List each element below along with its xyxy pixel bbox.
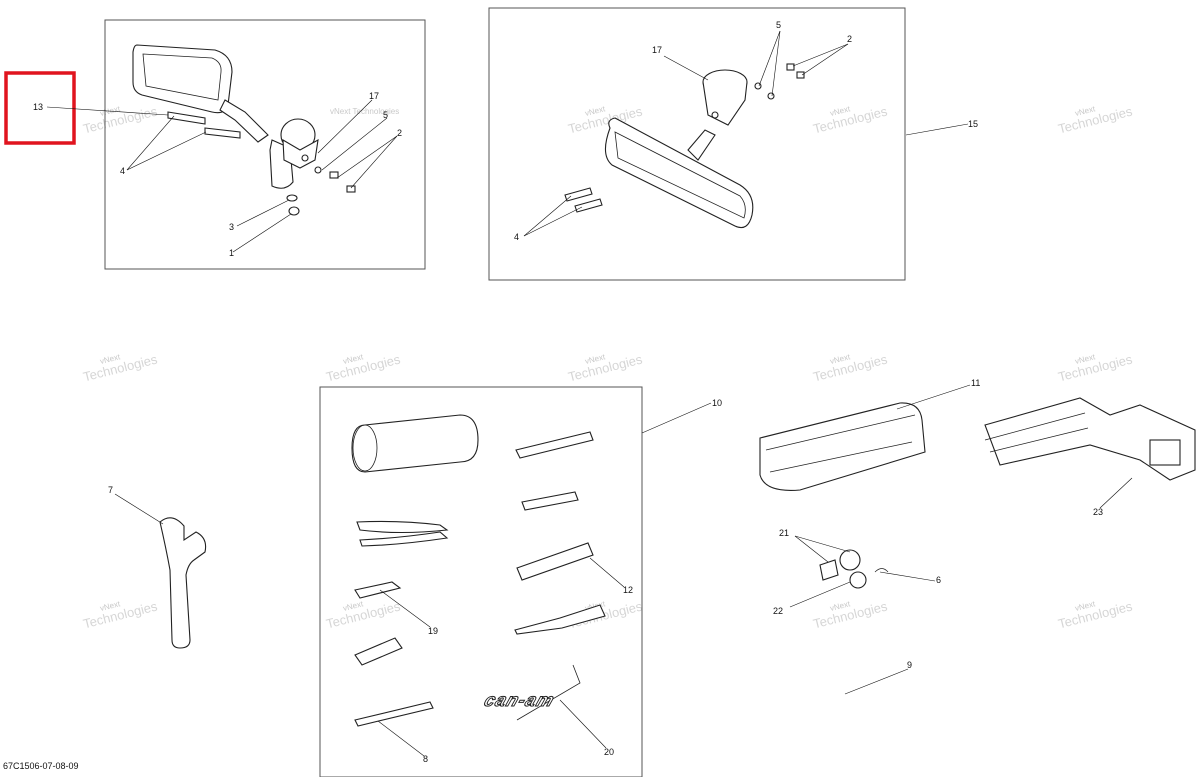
- spanner-wrench-drawing: [159, 517, 207, 649]
- watermark: vNext Technologies: [812, 598, 890, 631]
- svg-text:Technologies: Technologies: [812, 103, 890, 136]
- svg-text:Technologies: Technologies: [812, 351, 890, 384]
- svg-text:Technologies: Technologies: [82, 598, 160, 631]
- callout-2: 2: [397, 128, 402, 138]
- callout-11: 11: [971, 378, 980, 388]
- svg-text:Technologies: Technologies: [567, 351, 645, 384]
- svg-text:Technologies: Technologies: [1057, 103, 1135, 136]
- callout-5: 5: [383, 110, 388, 120]
- tool-kit-group-frame: [319, 386, 643, 777]
- rearview-mirror-group-frame: [488, 7, 906, 281]
- leader-lines: [46, 30, 1133, 757]
- callout-10: 10: [712, 398, 722, 408]
- callout-22: 22: [773, 606, 783, 616]
- watermark: vNext Technologies: [1057, 351, 1135, 384]
- svg-text:Technologies: Technologies: [325, 598, 403, 631]
- callout-21: 21: [779, 528, 789, 538]
- svg-text:can-am: can-am: [482, 690, 558, 710]
- callout-17: 17: [369, 91, 379, 101]
- callout-23: 23: [1093, 507, 1103, 517]
- watermarks: vNext Technologies vNext Technologies vN…: [82, 103, 1135, 631]
- callout-4: 4: [120, 166, 125, 176]
- watermark: vNext Technologies: [1057, 103, 1135, 136]
- callout-5: 5: [776, 20, 781, 30]
- side-mirror-drawing: [132, 44, 356, 216]
- watermark: vNext Technologies: [567, 598, 645, 631]
- callout-19: 19: [428, 626, 438, 636]
- callout-13: 13: [33, 102, 43, 112]
- callout-7: 7: [108, 485, 113, 495]
- callout-12: 12: [623, 585, 633, 595]
- watermark: vNext Technologies: [82, 598, 160, 631]
- callout-3: 3: [229, 222, 234, 232]
- watermark: vNext Technologies: [325, 351, 403, 384]
- callout-4: 4: [514, 232, 519, 242]
- callout-9: 9: [907, 660, 912, 670]
- callout-17: 17: [652, 45, 662, 55]
- svg-text:Technologies: Technologies: [325, 351, 403, 384]
- can-am-logo: can-am: [481, 689, 558, 710]
- watermark: vNext Technologies: [82, 351, 160, 384]
- callout-1: 1: [229, 248, 234, 258]
- watermark: vNext Technologies: [567, 351, 645, 384]
- watermark: vNext Technologies: [1057, 598, 1135, 631]
- svg-text:Technologies: Technologies: [812, 598, 890, 631]
- watermark-inline: vNext Technologies: [330, 107, 399, 116]
- watermark: vNext Technologies: [82, 103, 160, 136]
- svg-text:Technologies: Technologies: [1057, 351, 1135, 384]
- tool-kit-drawing: [351, 414, 606, 727]
- document-id: 67C1506-07-08-09: [3, 761, 79, 771]
- lock-assembly-drawing: [819, 549, 889, 589]
- watermark: vNext Technologies: [812, 351, 890, 384]
- callout-8: 8: [423, 754, 428, 764]
- highlight-box: [4, 71, 76, 145]
- callout-20: 20: [604, 747, 614, 757]
- seat-cushion-drawing: [759, 402, 926, 491]
- callout-15: 15: [968, 119, 978, 129]
- callout-6: 6: [936, 575, 941, 585]
- svg-text:Technologies: Technologies: [82, 351, 160, 384]
- callouts: 13 17 2 5 4 3 1 17 5 2 15 4 10 11 7 12 1…: [33, 20, 1103, 764]
- side-mirror-group-frame: [104, 19, 426, 270]
- callout-2: 2: [847, 34, 852, 44]
- watermark: vNext Technologies: [812, 103, 890, 136]
- storage-strap-drawing: [984, 397, 1196, 481]
- rearview-mirror-drawing: [564, 63, 805, 229]
- svg-text:Technologies: Technologies: [1057, 598, 1135, 631]
- svg-text:Technologies: Technologies: [82, 103, 160, 136]
